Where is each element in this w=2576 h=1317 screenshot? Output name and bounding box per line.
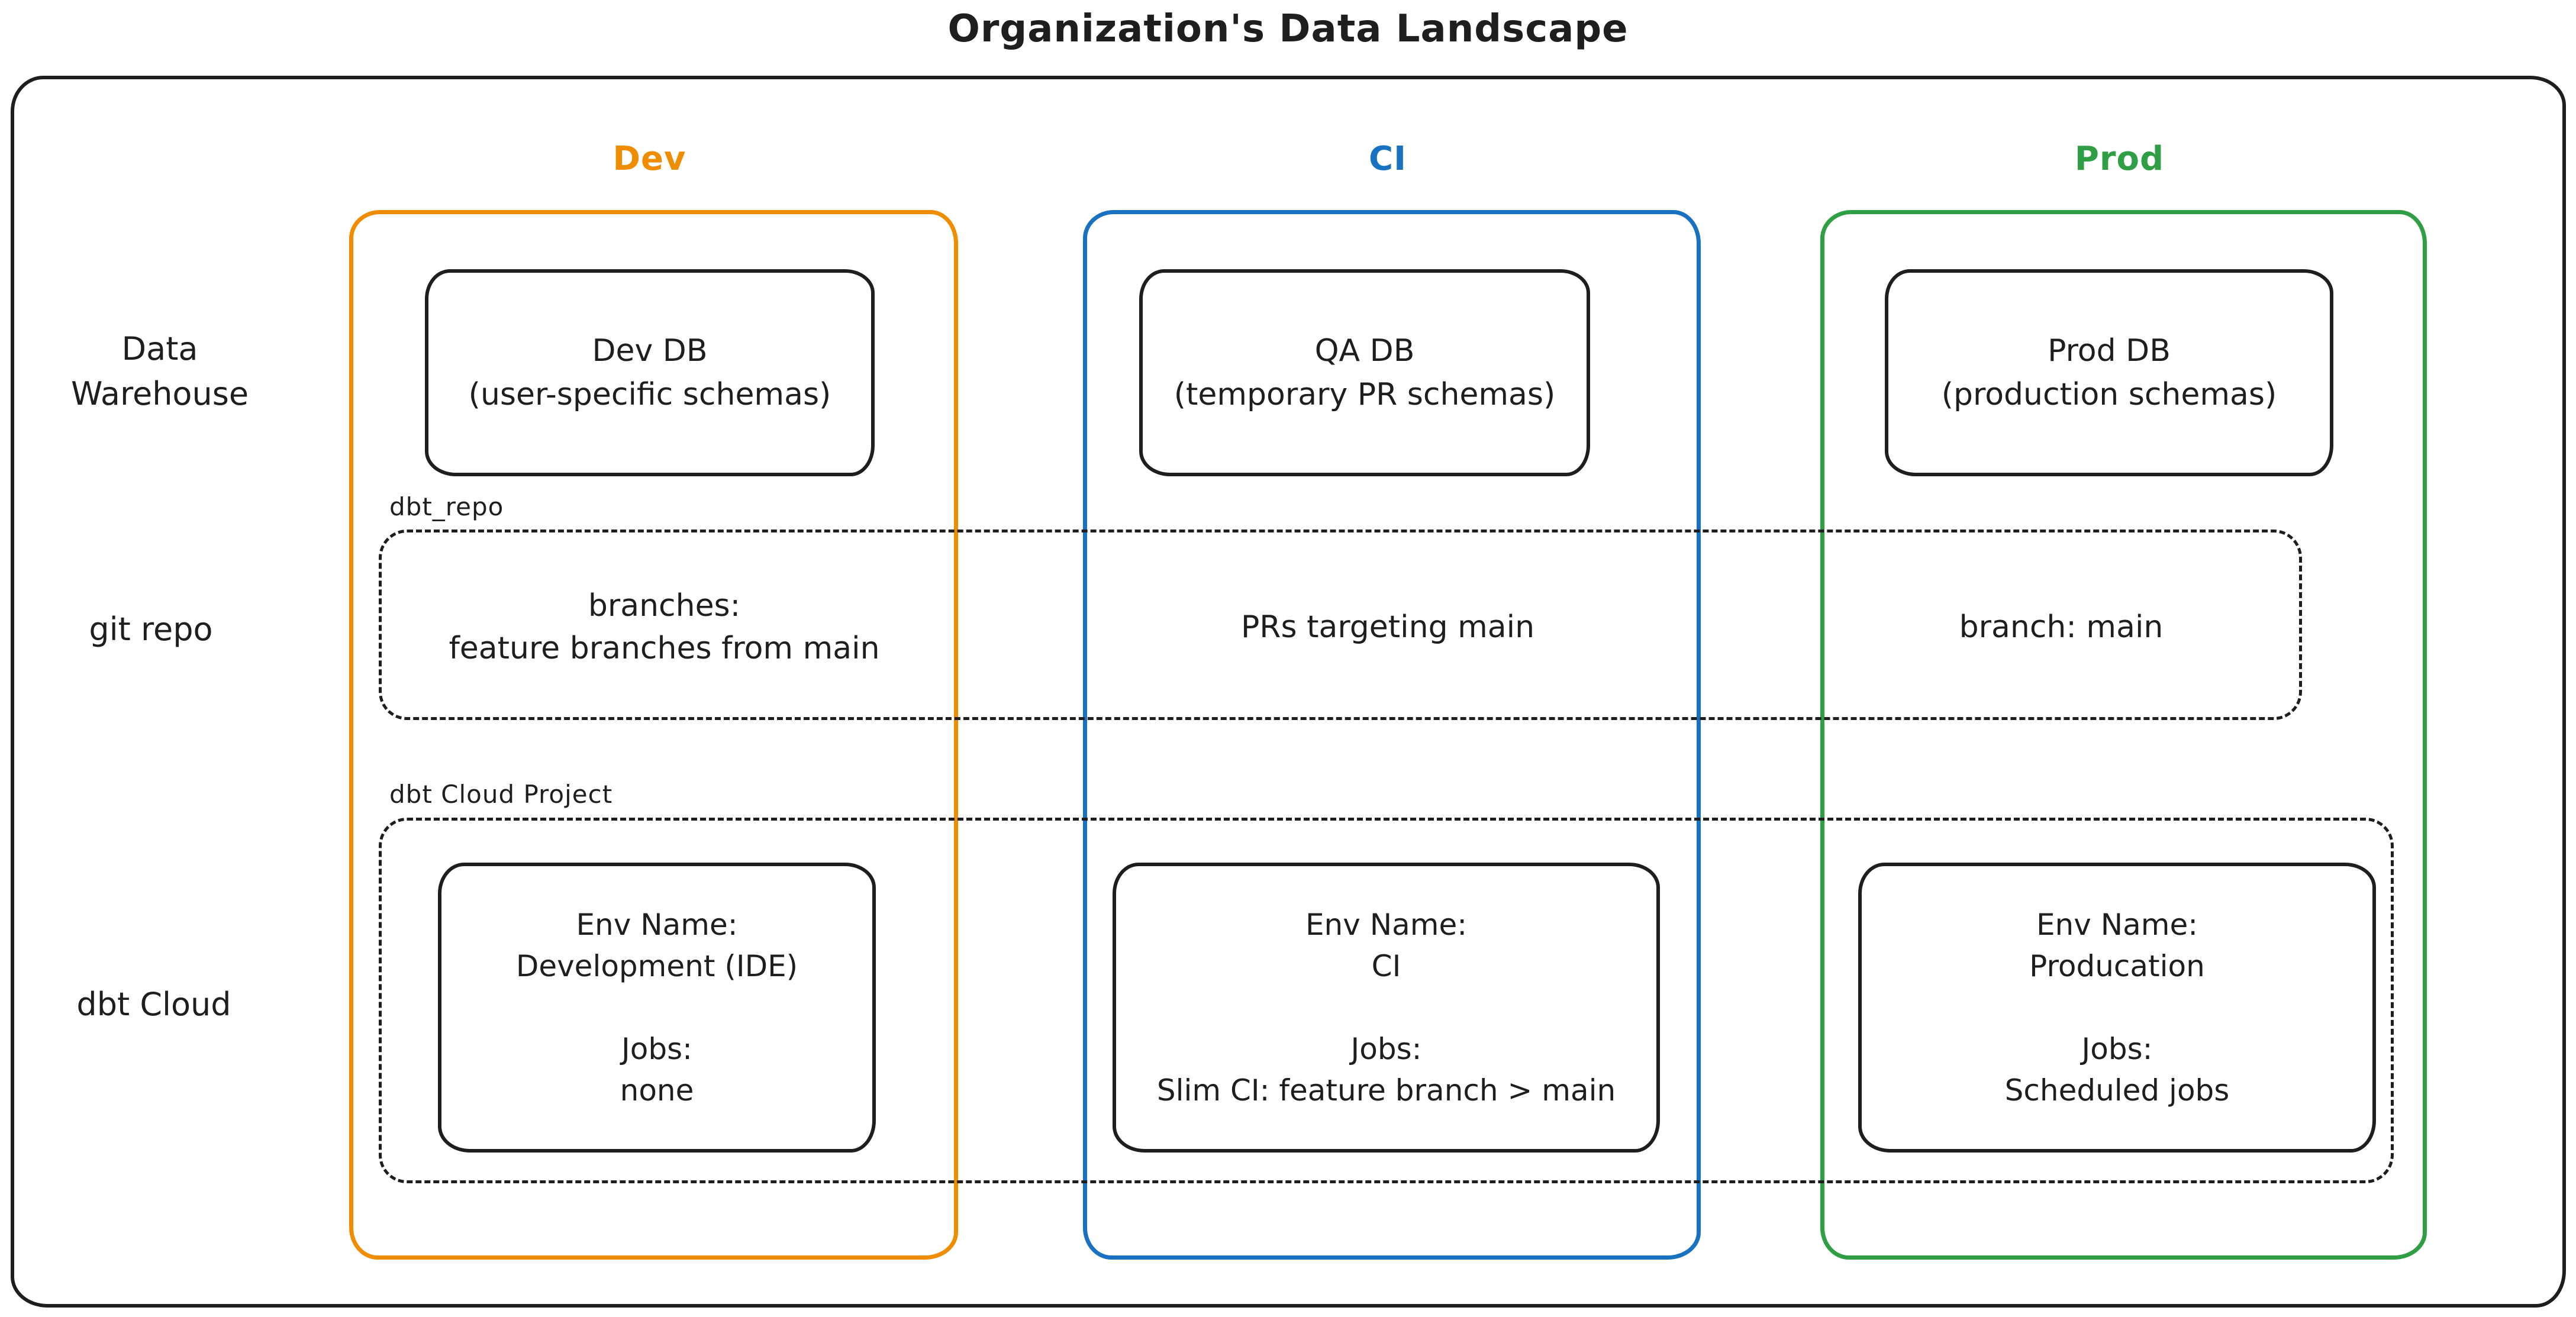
column-container-ci <box>1083 210 1701 1260</box>
env-name-value: CI <box>1371 949 1401 983</box>
landscape-outer-container <box>11 76 2566 1308</box>
db-box-subtitle: (temporary PR schemas) <box>1173 377 1556 412</box>
db-box-title: Prod DB <box>2048 333 2171 369</box>
env-name-label: Env Name: <box>1305 908 1468 942</box>
jobs-label: Jobs: <box>621 1032 692 1066</box>
column-header-ci: CI <box>1369 140 1407 178</box>
dbt-cloud-dashed-box <box>379 818 2394 1183</box>
row-label-git-repo: git repo <box>89 611 213 648</box>
db-box-prod: Prod DB (production schemas) <box>1885 269 2333 476</box>
jobs-value: Scheduled jobs <box>2004 1073 2230 1108</box>
repo-cell-ci: PRs targeting main <box>1083 606 1692 648</box>
repo-cell-dev: branches: feature branches from main <box>379 585 950 670</box>
repo-cell-line: PRs targeting main <box>1240 609 1535 645</box>
jobs-value: none <box>620 1073 694 1108</box>
env-name-label: Env Name: <box>2036 908 2198 942</box>
column-container-dev <box>349 210 958 1260</box>
jobs-value: Slim CI: feature branch > main <box>1156 1073 1616 1108</box>
env-box-dev: Env Name: Development (IDE) Jobs: none <box>438 863 876 1153</box>
diagram-title: Organization's Data Landscape <box>947 7 1629 51</box>
env-name-value: Development (IDE) <box>515 949 798 983</box>
repo-cell-line: branch: main <box>1959 609 2164 645</box>
jobs-label: Jobs: <box>2081 1032 2153 1066</box>
db-box-qa: QA DB (temporary PR schemas) <box>1139 269 1590 476</box>
db-box-title: Dev DB <box>592 333 708 369</box>
row-label-line: Warehouse <box>70 375 249 412</box>
column-container-prod <box>1820 210 2427 1260</box>
env-box-ci: Env Name: CI Jobs: Slim CI: feature bran… <box>1113 863 1660 1153</box>
env-box-prod: Env Name: Producation Jobs: Scheduled jo… <box>1858 863 2376 1153</box>
repo-cell-line: branches: <box>588 588 741 624</box>
db-box-subtitle: (production schemas) <box>1941 377 2277 412</box>
jobs-label: Jobs: <box>1350 1032 1422 1066</box>
dbt-repo-dashed-box <box>379 530 2302 720</box>
row-label-line: Data <box>121 330 198 367</box>
column-header-dev: Dev <box>612 140 686 178</box>
repo-cell-line: feature branches from main <box>449 631 880 666</box>
db-box-title: QA DB <box>1314 333 1415 369</box>
dbt-cloud-project-label: dbt Cloud Project <box>389 780 613 809</box>
db-box-subtitle: (user-specific schemas) <box>468 377 831 412</box>
env-name-value: Producation <box>2029 949 2205 983</box>
dbt-repo-label: dbt_repo <box>389 492 504 521</box>
repo-cell-prod: branch: main <box>1820 606 2302 648</box>
row-label-data-warehouse: Data Warehouse <box>24 327 296 417</box>
db-box-dev: Dev DB (user-specific schemas) <box>425 269 875 476</box>
column-header-prod: Prod <box>2074 140 2165 178</box>
row-label-dbt-cloud: dbt Cloud <box>76 986 231 1023</box>
env-name-label: Env Name: <box>576 908 738 942</box>
